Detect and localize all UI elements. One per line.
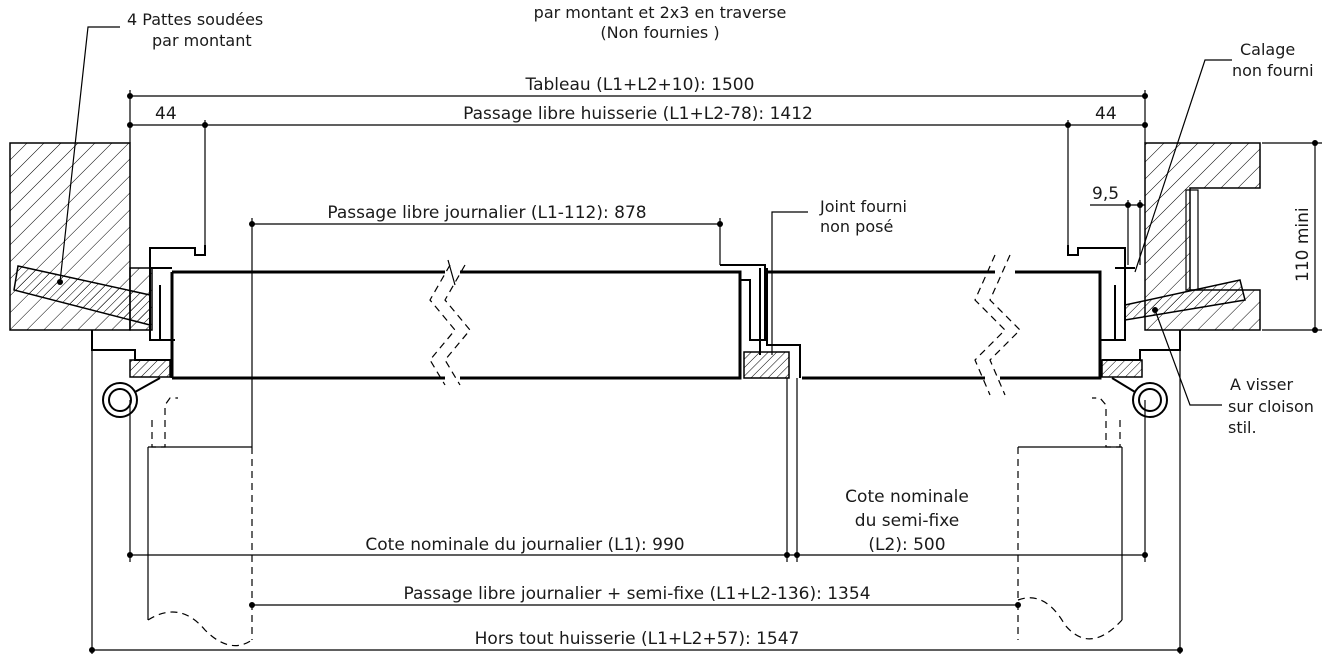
label-fixations-1: par montant et 2x3 en traverse xyxy=(534,3,787,22)
break-line-right xyxy=(974,254,1021,396)
label-visser-3: stil. xyxy=(1228,418,1257,437)
semi-fixed-leaf xyxy=(765,270,1102,380)
break-line-left xyxy=(429,259,471,386)
label-pattes-1: 4 Pattes soudées xyxy=(127,10,263,29)
right-partition xyxy=(1017,446,1123,640)
label-calage-2: non fourni xyxy=(1232,61,1314,80)
active-leaf xyxy=(170,264,790,380)
leader-calage xyxy=(1134,59,1232,273)
right-wall xyxy=(1124,142,1261,331)
dim-label-hors-tout: Hors tout huisserie (L1+L2+57): 1547 xyxy=(475,629,800,649)
dim-passage-total xyxy=(249,602,1021,608)
right-hinge xyxy=(1092,377,1168,448)
dim-label-passage-total: Passage libre journalier + semi-fixe (L1… xyxy=(403,584,870,604)
dim-label-left-44: 44 xyxy=(155,104,177,124)
label-visser-1: A visser xyxy=(1230,375,1293,394)
label-cote-semi-fixe-3: (L2): 500 xyxy=(868,535,945,555)
dim-label-tableau: Tableau (L1+L2+10): 1500 xyxy=(525,75,755,95)
label-cote-semi-fixe-1: Cote nominale xyxy=(845,487,969,507)
label-visser-2: sur cloison xyxy=(1228,397,1314,416)
label-calage-1: Calage xyxy=(1240,40,1295,59)
dim-label-passage-huisserie: Passage libre huisserie (L1+L2-78): 1412 xyxy=(463,104,813,124)
dim-label-9-5: 9,5 xyxy=(1092,184,1119,204)
label-joint-1: Joint fourni xyxy=(819,197,907,216)
dim-9-5 xyxy=(1090,200,1145,265)
left-frame-profile xyxy=(91,245,206,378)
dim-label-cote-journalier: Cote nominale du journalier (L1): 990 xyxy=(365,535,684,555)
dim-label-passage-journalier: Passage libre journalier (L1-112): 878 xyxy=(327,203,646,223)
label-pattes-2: par montant xyxy=(152,31,252,50)
label-cote-semi-fixe-2: du semi-fixe xyxy=(855,511,959,531)
label-joint-2: non posé xyxy=(820,217,893,236)
dim-110-mini xyxy=(1262,140,1322,333)
dim-hors-tout xyxy=(89,350,1183,654)
left-hinge xyxy=(102,377,178,448)
leader-visser xyxy=(1152,307,1222,406)
leader-pattes xyxy=(57,26,120,285)
dim-passage-huisserie xyxy=(127,120,1148,245)
label-fixations-2: (Non fournies ) xyxy=(600,23,719,42)
left-partition xyxy=(147,446,253,647)
dim-tableau xyxy=(127,90,1148,143)
dim-passage-journalier xyxy=(249,218,723,447)
dim-label-right-44: 44 xyxy=(1095,104,1117,124)
leader-joint xyxy=(771,211,808,355)
right-frame-profile xyxy=(1067,245,1181,378)
label-mini: 110 mini xyxy=(1293,207,1313,282)
joint xyxy=(759,268,801,378)
dim-cote-journalier xyxy=(127,378,1148,562)
